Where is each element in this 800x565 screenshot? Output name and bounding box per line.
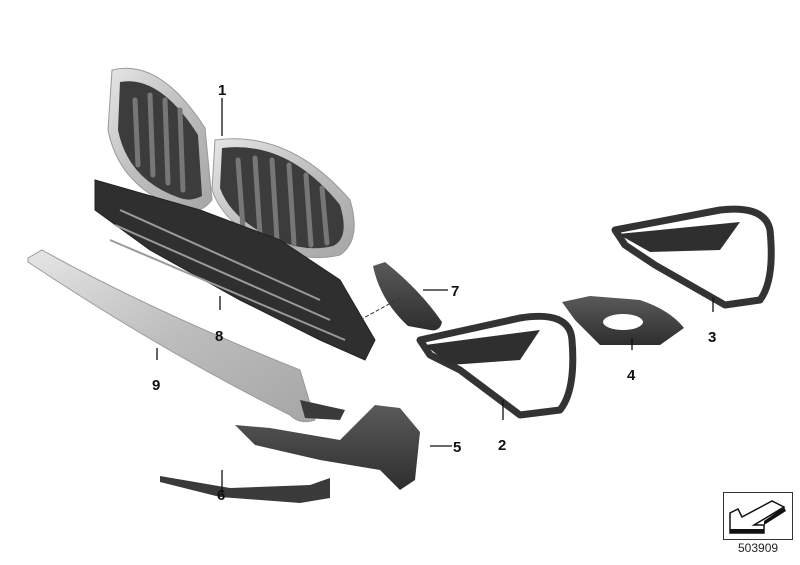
part-3-fog-light-frame-right[interactable] (611, 205, 775, 309)
part-2-fog-light-frame-left[interactable] (416, 312, 577, 419)
part-5-lower-bumper-trim[interactable] (235, 405, 420, 490)
part-6-lower-trim-strip[interactable] (160, 476, 330, 503)
part-9-trim-strip[interactable] (27, 249, 345, 423)
part-8-center-grille[interactable] (94, 179, 376, 361)
callout-4[interactable]: 4 (627, 367, 636, 384)
assembly-leader-line (359, 297, 401, 321)
callout-6[interactable]: 6 (217, 487, 226, 504)
callout-9[interactable]: 9 (152, 377, 161, 394)
back-to-overview-button[interactable] (723, 492, 793, 540)
callout-8[interactable]: 8 (215, 328, 224, 345)
callout-5[interactable]: 5 (453, 439, 462, 456)
diagram-number: 503909 (738, 541, 779, 555)
callout-2[interactable]: 2 (498, 437, 507, 454)
part-4-air-duct-insert[interactable] (562, 296, 684, 345)
callout-1[interactable]: 1 (218, 82, 227, 99)
arrow-down-left-icon (729, 500, 786, 534)
part-7-corner-cover[interactable] (373, 262, 442, 331)
callout-3[interactable]: 3 (708, 329, 717, 346)
part-1-kidney-grille[interactable] (107, 67, 355, 259)
callout-7[interactable]: 7 (451, 283, 460, 300)
callout-leaders (156, 98, 714, 495)
